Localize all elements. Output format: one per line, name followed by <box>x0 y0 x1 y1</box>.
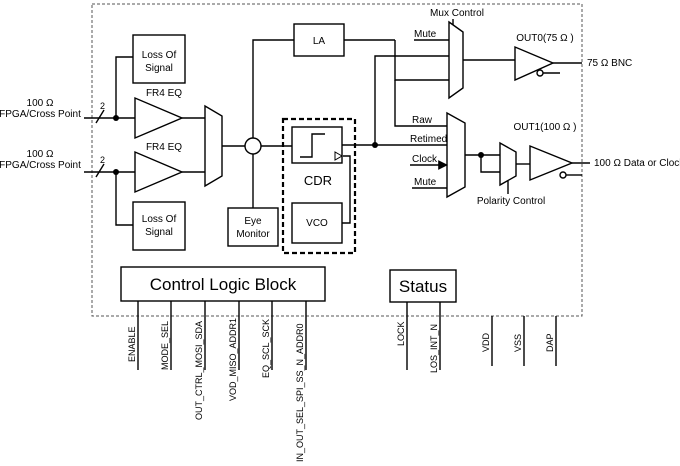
loss-of-signal-top: Loss Of Signal <box>132 34 186 84</box>
svg-text:Signal: Signal <box>145 227 173 238</box>
pin-out-ctrl: OUT_CTRL_MOSI_SDA <box>194 321 204 420</box>
polarity-mux: Polarity Control <box>477 141 545 207</box>
fr4-eq-bottom: FR4 EQ <box>134 142 184 194</box>
input-2-impedance: 100 Ω <box>27 149 54 160</box>
input-1-bus-width: 2 <box>100 101 105 111</box>
cdr-label: CDR <box>304 173 332 188</box>
input-mux <box>204 104 223 188</box>
out1-destination: 100 Ω Data or Clock <box>594 158 680 169</box>
eye-monitor: Eye Monitor <box>227 207 279 247</box>
svg-text:Eye: Eye <box>244 216 262 227</box>
pin-mode-sel: MODE_SEL <box>160 321 170 370</box>
pin-enable: ENABLE <box>127 326 137 362</box>
pin-in-out-sel: IN_OUT_SEL_SPI_SS_N_ADDR0 <box>295 323 305 462</box>
out1-label: OUT1(100 Ω ) <box>513 122 576 133</box>
input-1: 100 Ω FPGA/Cross Point 2 <box>0 98 135 124</box>
output-mux-top: Mux Control Mute <box>414 8 484 100</box>
input-2-bus-width: 2 <box>100 155 105 165</box>
status-pins: LOCK LOS_INT_N <box>396 302 441 373</box>
pin-vdd: VDD <box>481 332 491 352</box>
mux-input-retimed: Retimed <box>410 134 447 145</box>
output-driver-out0: OUT0(75 Ω ) 75 Ω BNC <box>514 33 632 82</box>
vco-label: VCO <box>306 218 328 229</box>
control-logic-label: Control Logic Block <box>150 275 297 294</box>
pin-lock: LOCK <box>396 321 406 346</box>
loss-of-signal-bottom: Loss Of Signal <box>132 201 186 251</box>
pin-dap: DAP <box>545 333 555 352</box>
pin-vod: VOD_MISO_ADDR1 <box>228 318 238 401</box>
signal-splitter <box>244 137 262 155</box>
svg-text:LA: LA <box>313 36 326 47</box>
svg-text:Signal: Signal <box>145 63 173 74</box>
input-1-impedance: 100 Ω <box>27 98 54 109</box>
out0-destination: 75 Ω BNC <box>587 58 632 69</box>
chip-boundary <box>91 3 583 317</box>
control-pins: ENABLE MODE_SEL OUT_CTRL_MOSI_SDA VOD_MI… <box>127 301 307 462</box>
pin-eq-scl: EQ_SCL_SCK <box>261 319 271 378</box>
svg-text:Monitor: Monitor <box>236 229 270 240</box>
limiting-amplifier: LA <box>293 23 345 57</box>
svg-text:FR4 EQ: FR4 EQ <box>146 142 182 153</box>
out0-label: OUT0(75 Ω ) <box>516 33 574 44</box>
pin-vss: VSS <box>513 334 523 352</box>
status-block: Status <box>389 269 457 303</box>
pin-los-int-n: LOS_INT_N <box>429 324 439 373</box>
mux-input-raw: Raw <box>412 115 433 126</box>
status-label: Status <box>399 277 447 296</box>
svg-text:Loss Of: Loss Of <box>142 50 177 61</box>
cdr-block: CDR VCO <box>281 117 357 255</box>
svg-text:FR4 EQ: FR4 EQ <box>146 88 182 99</box>
input-1-source: FPGA/Cross Point <box>0 109 81 120</box>
polarity-control-label: Polarity Control <box>477 196 545 207</box>
mux-input-clock: Clock <box>412 154 438 165</box>
input-2-source: FPGA/Cross Point <box>0 160 81 171</box>
mux-input-mute: Mute <box>414 177 437 188</box>
mux-control-label: Mux Control <box>430 8 484 19</box>
input-2: 100 Ω FPGA/Cross Point 2 <box>0 149 135 178</box>
top-mux-mute-label: Mute <box>414 29 437 40</box>
fr4-eq-top: FR4 EQ <box>134 88 184 140</box>
svg-text:Loss Of: Loss Of <box>142 214 177 225</box>
power-pins: VDD VSS DAP <box>481 316 557 366</box>
output-driver-out1: OUT1(100 Ω ) 100 Ω Data or Clock <box>513 122 680 182</box>
control-logic-block: Control Logic Block <box>120 266 326 302</box>
output-mux-bottom: Raw Retimed Clock Mute <box>410 111 466 199</box>
